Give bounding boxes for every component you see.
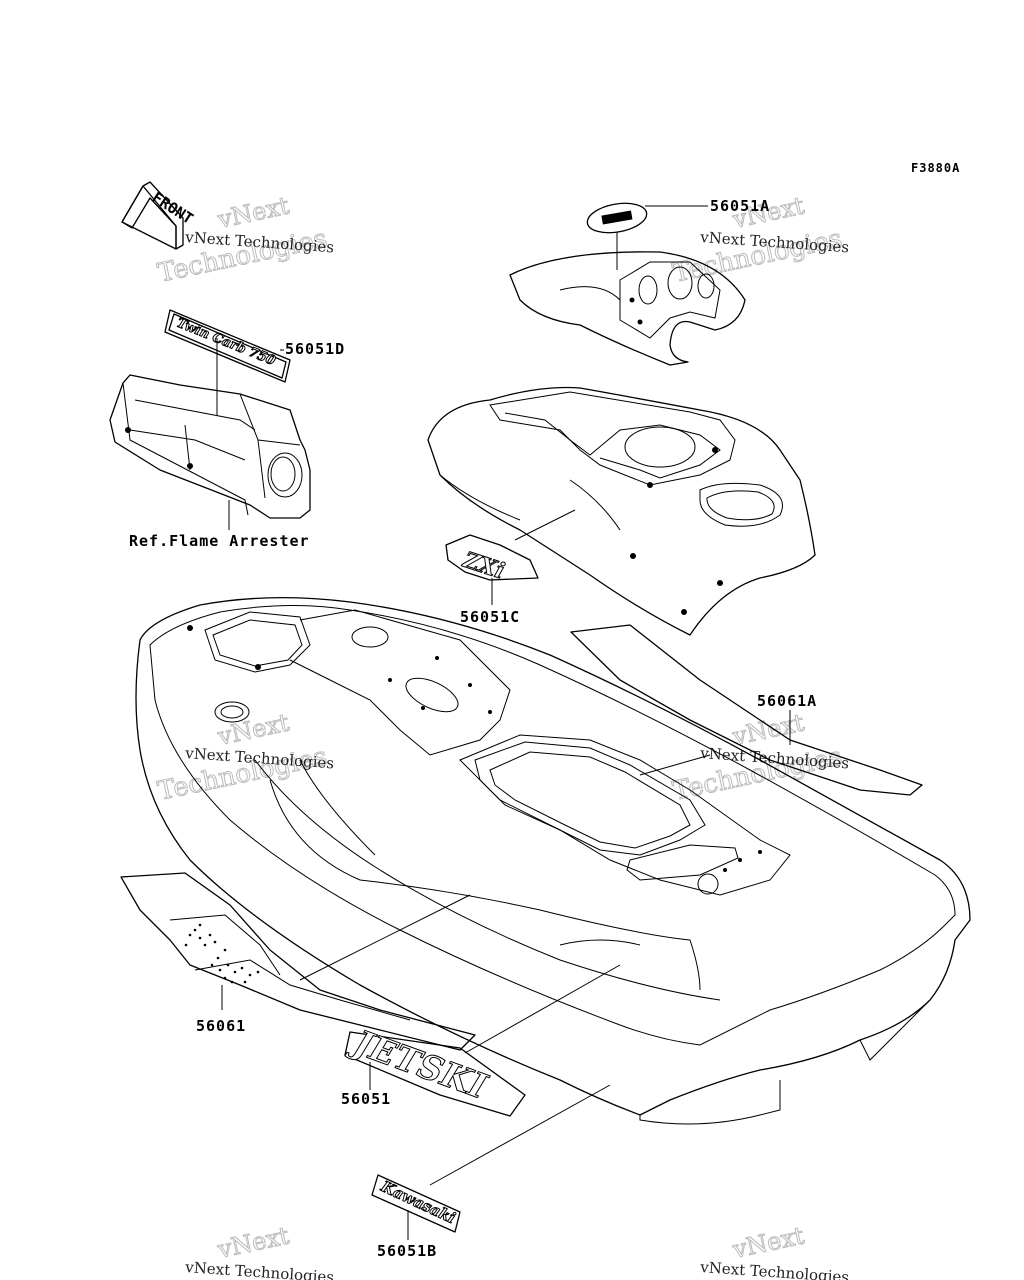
label-56051A: 56051A (710, 197, 770, 215)
svg-text:vNext: vNext (214, 1221, 292, 1264)
steering-cover-part (509, 251, 746, 366)
svg-text:vNext Technologies: vNext Technologies (184, 1258, 335, 1280)
decal-zxi-text: ZXi (459, 547, 507, 585)
label-56051D: 56051D (285, 340, 345, 358)
decal-56051B: Kawasaki (371, 1174, 461, 1233)
label-56051B: 56051B (377, 1242, 437, 1260)
decal-56051D: Twin Carb 750 (164, 309, 291, 383)
svg-text:vNext: vNext (729, 1221, 807, 1264)
decal-56051A (586, 202, 648, 234)
svg-text:vNext: vNext (214, 708, 292, 751)
hull-deck-part (135, 597, 971, 1125)
svg-text:vNext: vNext (729, 708, 807, 751)
label-56061: 56061 (196, 1017, 246, 1035)
decal-56061 (120, 872, 476, 1051)
label-56051: 56051 (341, 1090, 391, 1108)
decal-56051C: ZXi (445, 534, 539, 585)
figure-code: F3880A (911, 161, 960, 175)
watermark-bottom-right: vNext vNext Technologies (699, 1221, 850, 1280)
watermark-bottom-left: vNext vNext Technologies (184, 1221, 335, 1280)
decal-56061A (570, 624, 923, 796)
flame-arrester-part (109, 374, 311, 519)
watermark-mid-left: vNext Technologies vNext Technologies (155, 708, 335, 807)
label-56051C: 56051C (460, 608, 520, 626)
front-hood-part (427, 386, 816, 636)
label-56061A: 56061A (757, 692, 817, 710)
svg-text:vNext: vNext (214, 191, 292, 234)
svg-text:vNext Technologies: vNext Technologies (699, 1258, 850, 1280)
label-flame-arrester: Ref.Flame Arrester (129, 532, 310, 550)
